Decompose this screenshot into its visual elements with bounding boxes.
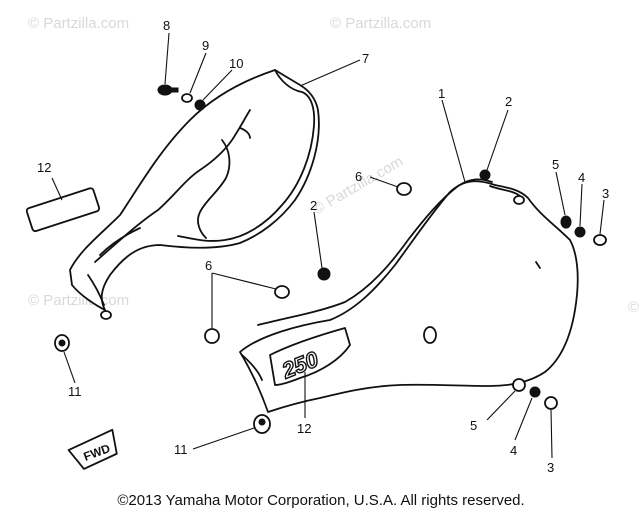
callout-10: 10	[229, 56, 243, 71]
callout-3-upper: 3	[602, 186, 609, 201]
callout-8: 8	[163, 18, 170, 33]
emblem-strip[interactable]	[25, 187, 101, 233]
callout-labels: 8 9 10 7 12 1 2 6 2 5 4 3 6 5 4 3 11 12 …	[37, 18, 609, 475]
collar-5-lower[interactable]	[512, 378, 526, 392]
callout-7: 7	[362, 51, 369, 66]
leader-lines	[51, 32, 605, 459]
fastener-left-cover	[100, 310, 112, 320]
callout-12-left: 12	[37, 160, 51, 175]
hardware-parts	[54, 84, 607, 434]
grommet-6-mid[interactable]	[274, 285, 290, 299]
callout-5-lower: 5	[470, 418, 477, 433]
right-side-cover[interactable]: 250	[239, 178, 579, 413]
callout-1: 1	[438, 86, 445, 101]
callout-2-mid: 2	[310, 198, 317, 213]
bolt-3-upper[interactable]	[593, 234, 607, 246]
watermark-top-left: © Partzilla.com	[28, 15, 129, 32]
left-side-cover[interactable]	[69, 69, 320, 311]
bolt-3-lower[interactable]	[544, 396, 558, 410]
callout-4-lower: 4	[510, 443, 517, 458]
grommet-6-upper[interactable]	[396, 182, 412, 196]
watermark-top-center: © Partzilla.com	[330, 15, 431, 32]
callout-6-lower: 6	[205, 258, 212, 273]
callout-5-upper: 5	[552, 157, 559, 172]
collar-2-mid[interactable]	[317, 267, 331, 281]
callout-4-upper: 4	[578, 170, 585, 185]
collar-2-top[interactable]	[479, 169, 491, 181]
watermark-right: © Partzilla.com	[628, 299, 642, 316]
washer-4-lower[interactable]	[529, 386, 541, 398]
watermark-center: © Partzilla.com	[310, 153, 406, 218]
washer-4-upper[interactable]	[574, 226, 586, 238]
grommet-11-left[interactable]	[54, 334, 70, 352]
watermark-mid-left: © Partzilla.com	[28, 292, 129, 309]
copyright-notice: ©2013 Yamaha Motor Corporation, U.S.A. A…	[117, 492, 525, 509]
callout-2-top: 2	[505, 94, 512, 109]
callout-11-left: 11	[68, 384, 82, 399]
washer-9[interactable]	[181, 93, 193, 103]
callout-11-bottom: 11	[174, 442, 188, 457]
collar-5-upper[interactable]	[560, 215, 572, 229]
nut-10[interactable]	[194, 99, 206, 111]
grommet-6-lower[interactable]	[204, 328, 220, 344]
callout-3-lower: 3	[547, 460, 554, 475]
fwd-tag: FWD	[67, 428, 118, 470]
screw-8[interactable]	[157, 84, 179, 96]
callout-9: 9	[202, 38, 209, 53]
callout-6-upper: 6	[355, 169, 362, 184]
callout-12-bottom: 12	[297, 421, 311, 436]
grommet-11-bottom[interactable]	[253, 414, 271, 434]
